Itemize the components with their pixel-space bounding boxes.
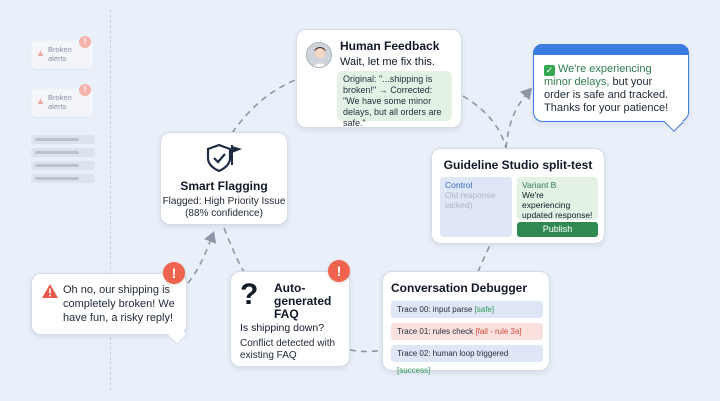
variant-b-panel: Variant B We're experiencing updated res… (517, 177, 598, 220)
smart-flagging-card: Smart Flagging Flagged: High Priority Is… (160, 132, 288, 225)
alert-badge: ! (79, 84, 91, 96)
trace-row: Trace 01: rules check [fail - rule 3a] (391, 323, 543, 340)
control-text: Old response lacked) (445, 190, 496, 210)
trace-row: Trace 00: input parse [safe] (391, 301, 543, 318)
sidebar-alert-label: Broken alerts (48, 93, 72, 111)
card-subtitle: Wait, let me fix this. (340, 56, 435, 68)
faq-question: Is shipping down? (240, 322, 325, 334)
delay-message-highlight: We're experiencing minor delays, (544, 63, 652, 88)
sidebar-skeleton-row (31, 174, 95, 183)
sidebar-skeleton-row (31, 135, 95, 144)
arrow-faq-to-debugger (349, 349, 383, 353)
sidebar-alert: ▲ Broken alerts ! (31, 36, 93, 69)
delay-message-bubble: ✓We're experiencing minor delays, but yo… (533, 44, 689, 122)
check-icon: ✓ (544, 65, 555, 76)
variant-text: We're experiencing updated response! (522, 190, 593, 220)
sidebar-skeleton-row (31, 161, 95, 170)
control-panel: Control Old response lacked) (440, 177, 512, 237)
trace-text: Trace 01: rules check (397, 327, 476, 336)
trace-text: Trace 00: input parse (397, 305, 475, 314)
sidebar-alert: ▲ Broken alerts ! (31, 84, 93, 117)
bubble-header-bar (533, 44, 689, 55)
trace-status: [safe] (474, 305, 495, 314)
warning-icon: ▲ (36, 48, 45, 58)
sidebar-divider (110, 10, 111, 390)
trace-status: [fail - rule 3a] (475, 327, 522, 336)
card-title: Human Feedback (340, 39, 440, 53)
variant-label: Variant B (522, 180, 557, 190)
guideline-studio-card: Guideline Studio split-test Control Old … (431, 148, 605, 244)
arrow-flagging-to-feedback (231, 79, 296, 134)
delay-message-rest: but your order is safe and tracked. Than… (544, 76, 669, 114)
alert-badge: ! (79, 36, 91, 48)
arrow-studio-to-delay (505, 87, 533, 149)
sidebar-skeleton-row (31, 148, 95, 157)
conversation-debugger-card: Conversation Debugger Trace 00: input pa… (382, 271, 550, 375)
question-mark-icon: ? (240, 278, 259, 311)
publish-button[interactable]: Publish (517, 222, 598, 237)
arrow-debugger-to-studio (477, 244, 491, 273)
warning-icon: ▲ (36, 96, 45, 106)
auto-faq-card: ? Auto-generated FAQ Is shipping down? C… (230, 271, 350, 367)
human-feedback-card: Human Feedback Wait, let me fix this. Or… (296, 29, 462, 128)
alert-badge: ! (163, 262, 185, 284)
correction-note: Original: "...shipping is broken!" → Cor… (337, 71, 452, 128)
card-title: Guideline Studio split-test (443, 158, 593, 172)
risky-reply-text: Oh no, our shipping is completely broken… (63, 284, 175, 324)
trace-row: Trace 02: human loop triggered [success] (391, 345, 543, 375)
flag-description: Flagged: High Priority Issue (88% confid… (162, 196, 286, 219)
arrow-flagging-to-faq (223, 227, 245, 273)
alert-badge: ! (328, 260, 350, 282)
faq-conflict: Conflict detected with existing FAQ (240, 338, 336, 361)
delay-message: ✓We're experiencing minor delays, but yo… (544, 63, 680, 115)
sidebar-alert-label: Broken alerts (48, 45, 72, 63)
card-title: Auto-generated FAQ (274, 281, 332, 321)
arrow-alert-to-flagging (187, 231, 217, 284)
avatar (306, 42, 332, 68)
control-label: Control (445, 180, 473, 190)
arrow-feedback-to-studio (462, 95, 507, 149)
risky-reply-bubble: Oh no, our shipping is completely broken… (31, 273, 187, 335)
warning-icon (42, 284, 58, 302)
card-title: Conversation Debugger (391, 281, 528, 295)
trace-text: Trace 02: human loop triggered (397, 349, 509, 358)
card-title: Smart Flagging (180, 179, 268, 193)
trace-status: [success] (397, 366, 431, 375)
shield-flag-icon (205, 143, 245, 178)
